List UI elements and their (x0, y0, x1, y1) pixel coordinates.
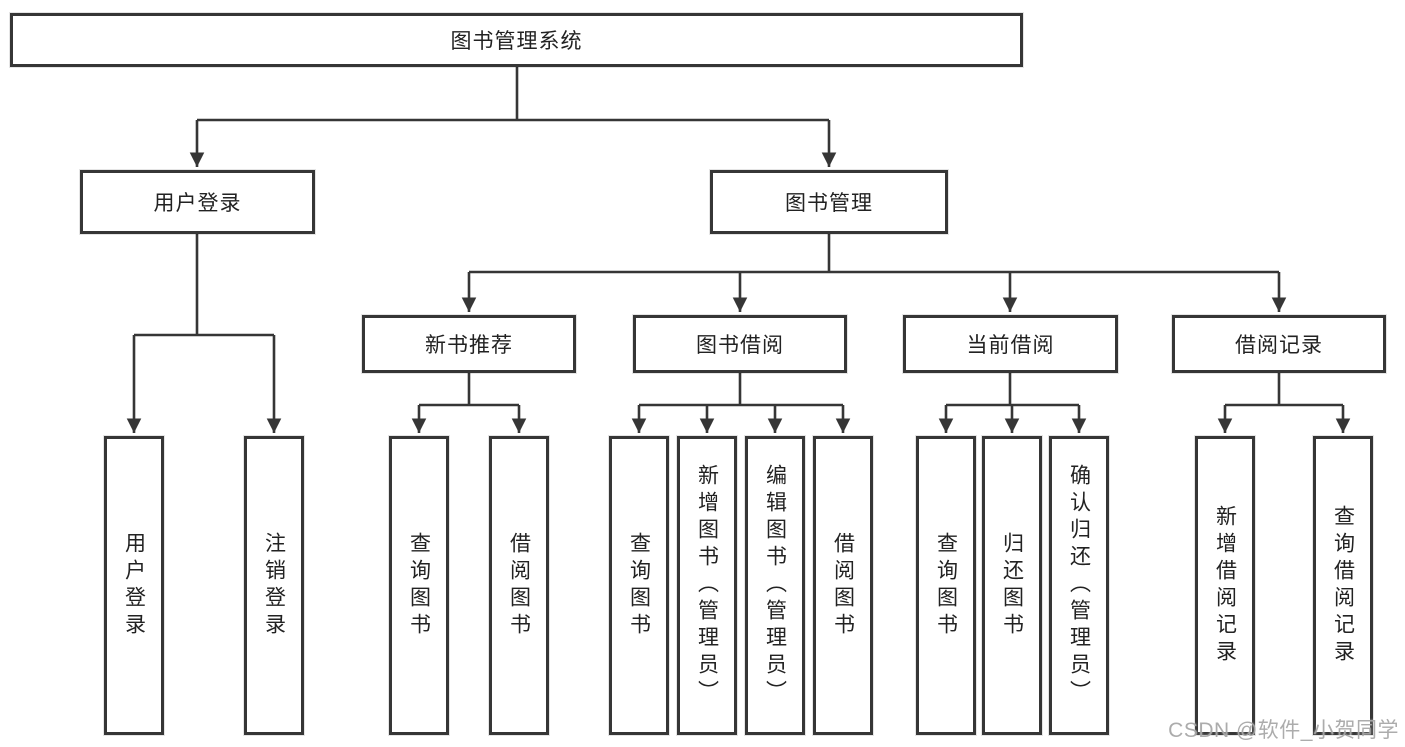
node-current-borrow-label: 当前借阅 (966, 334, 1055, 357)
node-book-management: 图书管理 (710, 170, 948, 234)
node-system-root-label: 图书管理系统 (450, 30, 583, 53)
leaf-recommend-search-books-label: 查询图书 (407, 531, 431, 640)
node-borrow-records-label: 借阅记录 (1235, 334, 1323, 357)
leaf-add-books-admin-label: 新增图书（管理员） (695, 464, 719, 707)
leaf-recommend-borrow-books: 借阅图书 (489, 436, 549, 735)
leaf-return-books: 归还图书 (982, 436, 1042, 735)
node-new-book-recommend-label: 新书推荐 (425, 334, 513, 357)
leaf-recommend-borrow-books-label: 借阅图书 (507, 531, 531, 640)
edge-current-to-leaves (938, 371, 1087, 433)
edge-root-to-level2 (189, 67, 837, 168)
leaf-logout: 注销登录 (244, 436, 304, 735)
node-current-borrow: 当前借阅 (903, 315, 1118, 373)
watermark: CSDN @软件_小贺同学 (1168, 719, 1399, 742)
node-new-book-recommend: 新书推荐 (362, 315, 576, 373)
edge-records-to-leaves (1217, 371, 1351, 433)
node-user-login-label: 用户登录 (153, 192, 242, 215)
edge-login-to-leaves (126, 234, 282, 433)
leaf-confirm-return-admin-label: 确认归还（管理员） (1067, 464, 1091, 707)
node-user-login: 用户登录 (80, 170, 315, 234)
edge-borrow-to-leaves (631, 371, 851, 433)
leaf-current-search-books-label: 查询图书 (934, 531, 958, 640)
leaf-confirm-return-admin: 确认归还（管理员） (1049, 436, 1109, 735)
leaf-user-login: 用户登录 (104, 436, 164, 735)
leaf-borrow-books: 借阅图书 (813, 436, 873, 735)
node-book-borrow: 图书借阅 (633, 315, 847, 373)
leaf-recommend-search-books: 查询图书 (389, 436, 449, 735)
leaf-add-borrow-record-label: 新增借阅记录 (1213, 504, 1237, 667)
leaf-add-borrow-record: 新增借阅记录 (1195, 436, 1255, 735)
leaf-borrow-search-books: 查询图书 (609, 436, 669, 735)
node-system-root: 图书管理系统 (10, 13, 1023, 67)
leaf-user-login-label: 用户登录 (122, 531, 146, 640)
leaf-borrow-search-books-label: 查询图书 (627, 531, 651, 640)
node-borrow-records: 借阅记录 (1172, 315, 1386, 373)
edge-management-to-level3 (461, 234, 1287, 312)
leaf-borrow-books-label: 借阅图书 (831, 531, 855, 640)
leaf-search-borrow-record: 查询借阅记录 (1313, 436, 1373, 735)
node-book-management-label: 图书管理 (785, 192, 873, 215)
leaf-edit-books-admin: 编辑图书（管理员） (745, 436, 805, 735)
leaf-current-search-books: 查询图书 (916, 436, 976, 735)
leaf-add-books-admin: 新增图书（管理员） (677, 436, 737, 735)
node-book-borrow-label: 图书借阅 (696, 334, 784, 357)
leaf-return-books-label: 归还图书 (1000, 531, 1024, 640)
edge-recommend-to-leaves (411, 371, 527, 433)
leaf-logout-label: 注销登录 (262, 531, 286, 640)
leaf-search-borrow-record-label: 查询借阅记录 (1331, 504, 1355, 667)
leaf-edit-books-admin-label: 编辑图书（管理员） (763, 464, 787, 707)
